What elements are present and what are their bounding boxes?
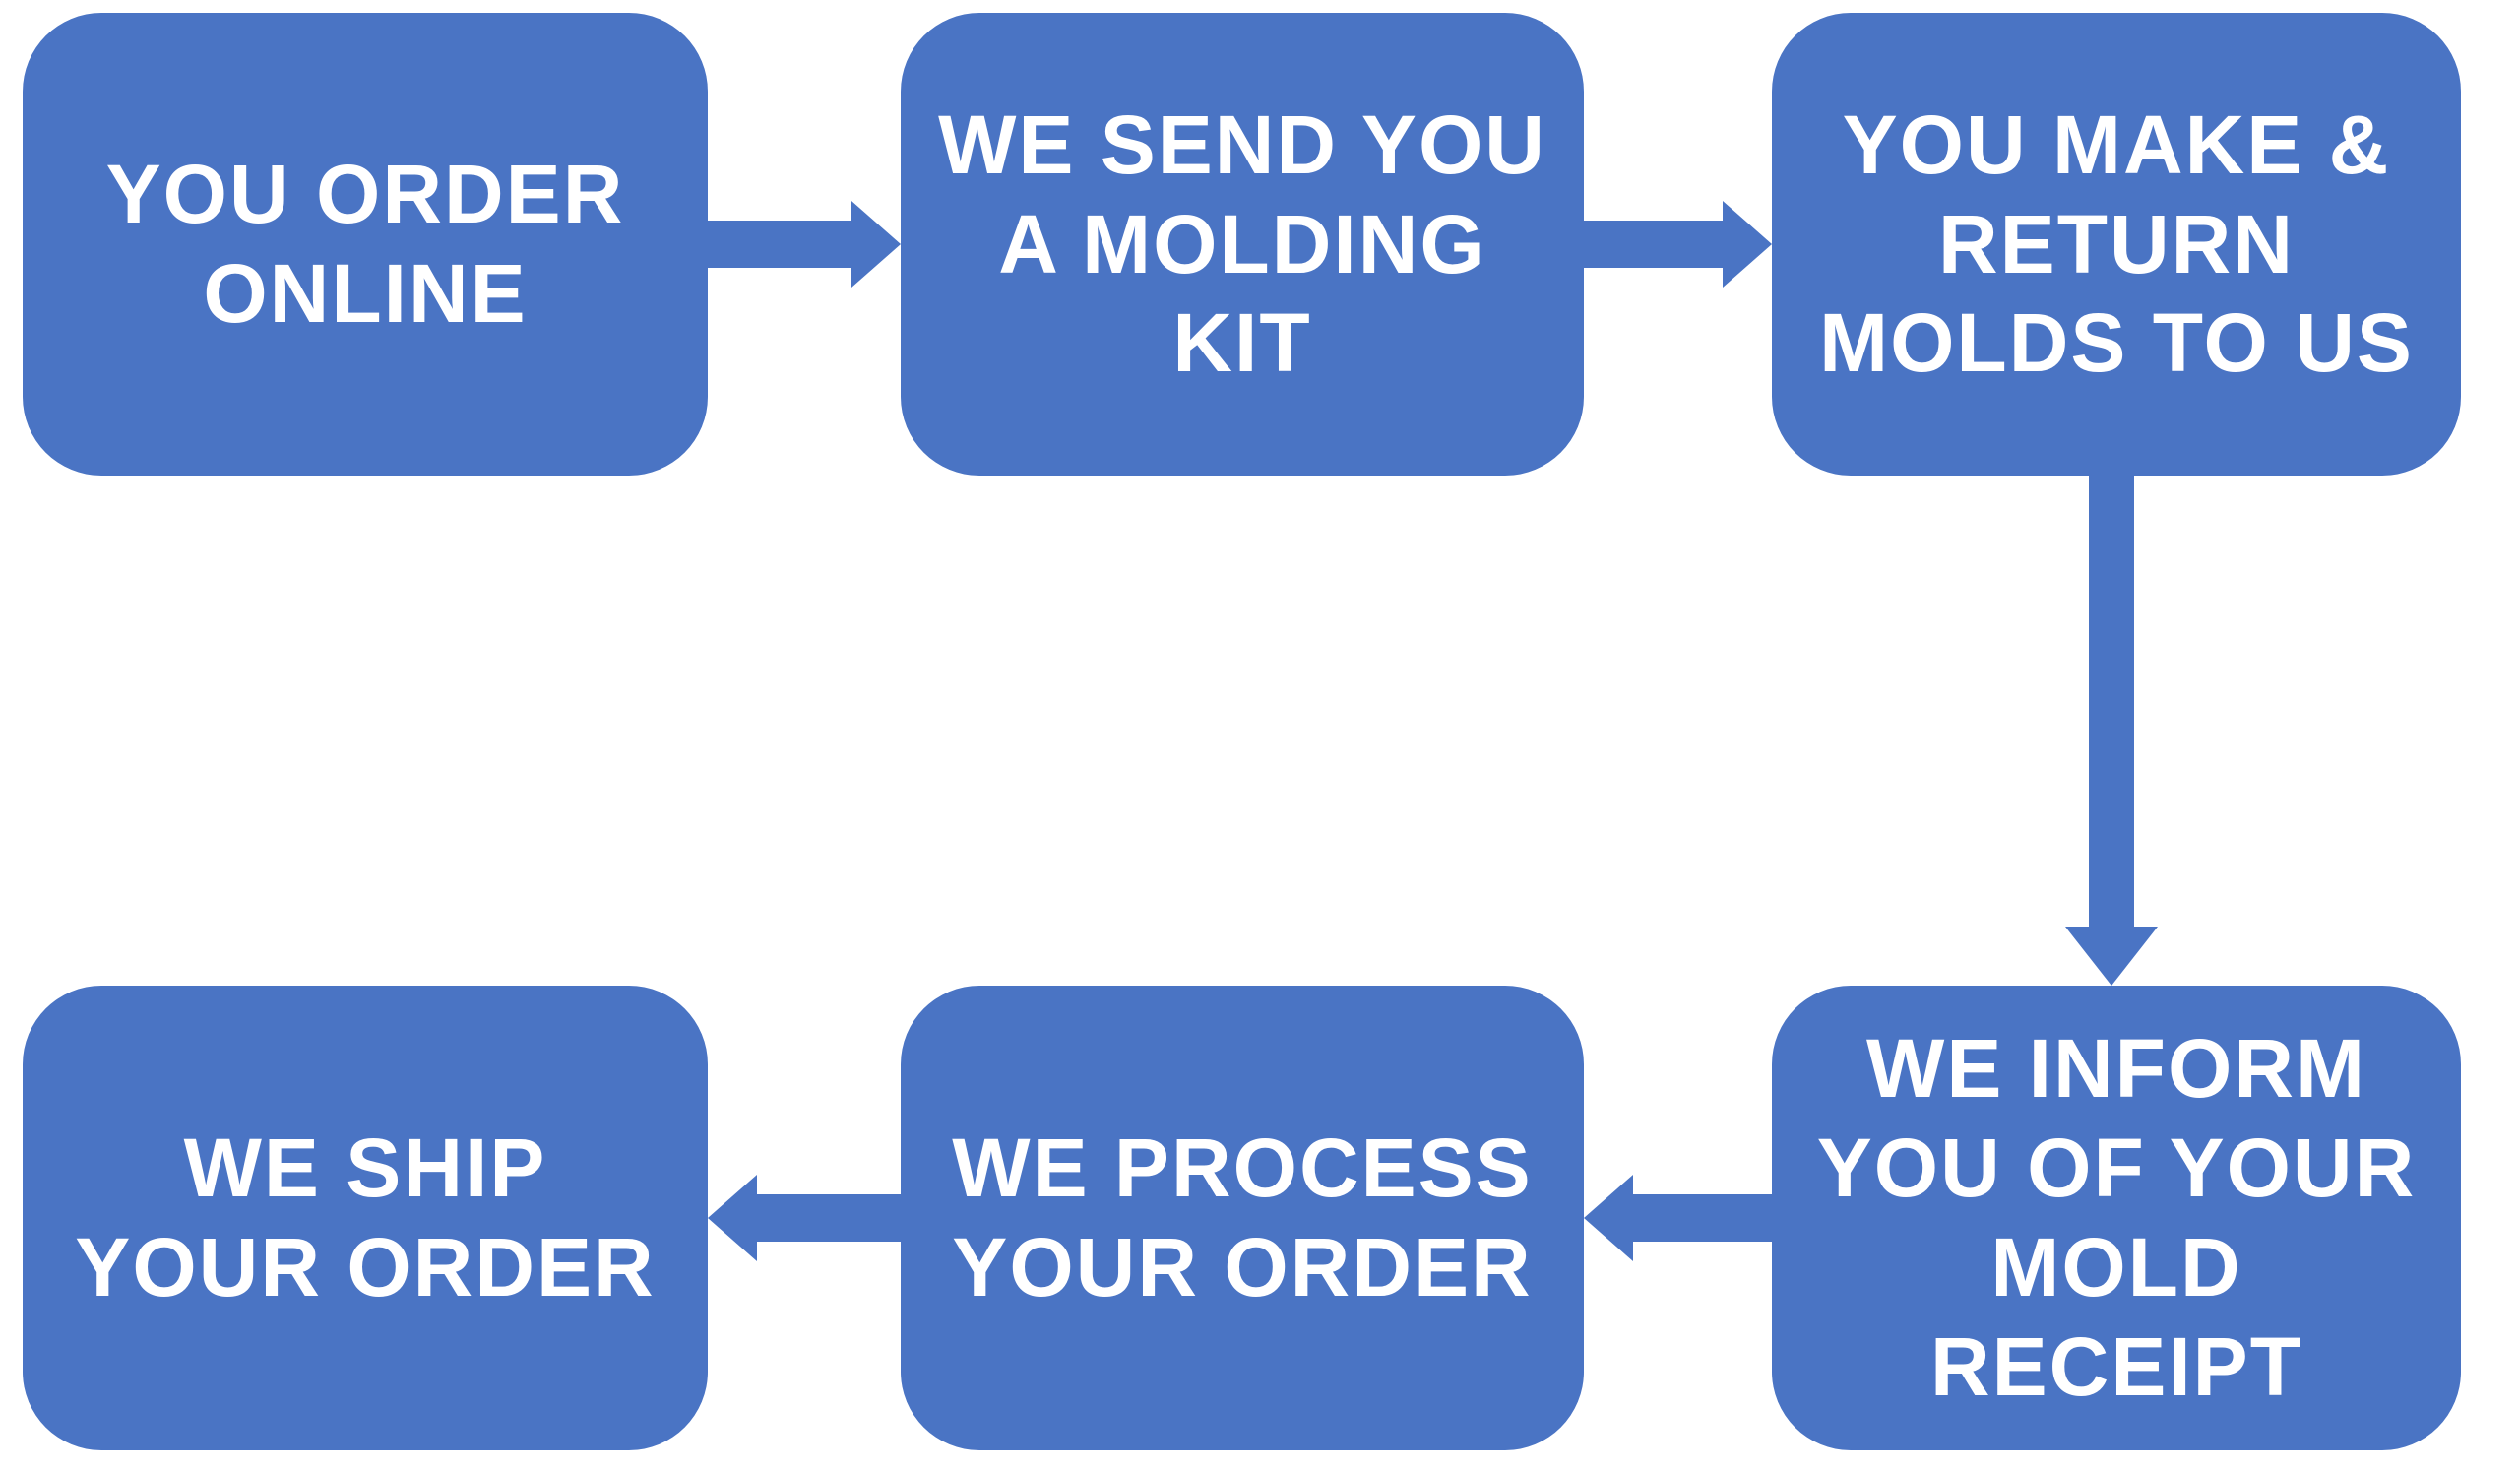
arrowhead-left-icon bbox=[708, 1175, 757, 1261]
step-6-box: WE SHIP YOUR ORDER bbox=[23, 986, 708, 1450]
arrow-shaft bbox=[757, 1194, 901, 1242]
step-1-box: YOU ORDER ONLINE bbox=[23, 13, 708, 476]
step-3-label: YOU MAKE & RETURN MOLDS TO US bbox=[1819, 97, 2414, 390]
step-6-label: WE SHIP YOUR ORDER bbox=[75, 1121, 656, 1313]
step-1-label: YOU ORDER ONLINE bbox=[105, 148, 625, 340]
arrow-shaft bbox=[2089, 476, 2134, 927]
step-5-box: WE PROCESS YOUR ORDER bbox=[901, 986, 1584, 1450]
arrow-shaft bbox=[708, 221, 851, 268]
arrowhead-right-icon bbox=[1723, 201, 1772, 288]
arrowhead-left-icon bbox=[1584, 1175, 1633, 1261]
arrowhead-down-icon bbox=[2065, 927, 2158, 986]
step-4-box: WE INFORM YOU OF YOUR MOLD RECEIPT bbox=[1772, 986, 2461, 1450]
arrow-shaft bbox=[1633, 1194, 1772, 1242]
step-4-label: WE INFORM YOU OF YOUR MOLD RECEIPT bbox=[1816, 1022, 2417, 1413]
step-2-box: WE SEND YOU A MOLDING KIT bbox=[901, 13, 1584, 476]
arrowhead-right-icon bbox=[851, 201, 901, 288]
arrow-shaft bbox=[1584, 221, 1723, 268]
step-3-box: YOU MAKE & RETURN MOLDS TO US bbox=[1772, 13, 2461, 476]
step-2-label: WE SEND YOU A MOLDING KIT bbox=[938, 97, 1546, 390]
step-5-label: WE PROCESS YOUR ORDER bbox=[952, 1121, 1533, 1313]
